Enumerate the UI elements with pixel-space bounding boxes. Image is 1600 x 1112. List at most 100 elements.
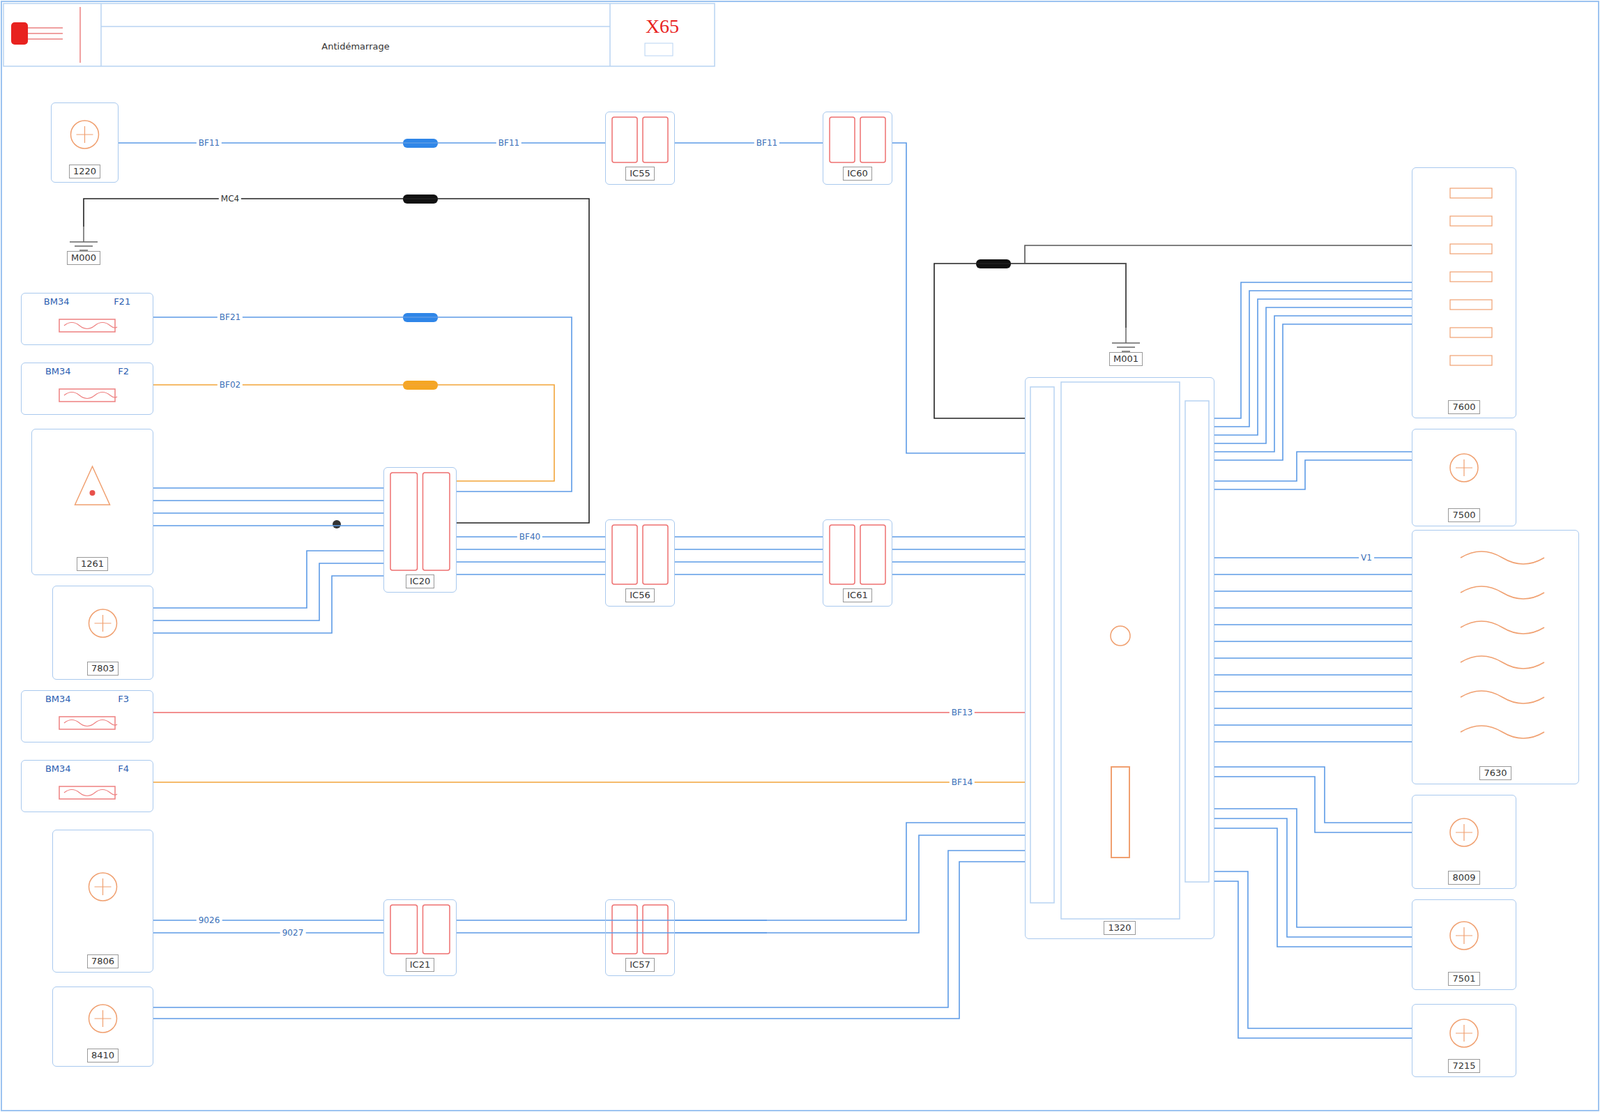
- wire-strand: [153, 781, 1025, 783]
- part-code: 7803: [87, 661, 119, 676]
- wire: [83, 198, 590, 523]
- wire-strand: [456, 561, 606, 563]
- wire: [1214, 766, 1412, 833]
- part-symbol: [390, 904, 450, 954]
- part-symbol: [75, 466, 111, 505]
- title: Antidémarrage: [321, 41, 390, 52]
- wire-strand: [674, 822, 1025, 921]
- part-code: IC61: [842, 588, 872, 603]
- part-code: 7806: [87, 954, 119, 969]
- wire: [674, 142, 823, 144]
- connector-block: IC57: [605, 899, 675, 977]
- wire-strand: [892, 548, 1025, 551]
- fuse-label: BM34: [43, 693, 74, 705]
- wire-strand: [1214, 324, 1412, 461]
- wire: [1214, 871, 1412, 1039]
- wire-strand: [1214, 460, 1412, 490]
- part-symbol: [612, 524, 668, 585]
- wire: [153, 317, 572, 492]
- wire-strand: [934, 263, 1126, 419]
- component-box: 1261: [31, 428, 154, 576]
- wire-strand: [892, 561, 1025, 563]
- wire-strand: [153, 861, 1025, 1019]
- control-unit: 1320: [1024, 377, 1215, 940]
- fuse-label: F21: [111, 296, 133, 308]
- wire-strand: [1214, 690, 1412, 693]
- wire-code: MC4: [218, 193, 242, 205]
- wire-strand: [674, 573, 823, 576]
- part-symbol: [69, 226, 98, 251]
- wire-strand: [1214, 299, 1412, 436]
- connector-block: IC61: [822, 519, 893, 607]
- ground-symbol: M001: [1104, 327, 1148, 370]
- wire-strand: [1214, 451, 1412, 482]
- sheet-code: X65: [645, 15, 680, 38]
- fuse-label: F3: [115, 693, 132, 705]
- part-symbol: [1450, 1019, 1478, 1048]
- wire: [153, 850, 1025, 1019]
- part-symbol: [829, 117, 886, 163]
- wire: [153, 488, 384, 526]
- wire-strand: [118, 142, 606, 144]
- part-symbol: [89, 1004, 118, 1033]
- wire: [1214, 282, 1412, 461]
- wire-strand: [1214, 307, 1412, 444]
- part-code: 8410: [87, 1048, 119, 1063]
- part-code: IC56: [625, 588, 654, 603]
- wire-strand: [153, 563, 384, 621]
- component-box: 7501: [1411, 899, 1517, 990]
- wire-strand: [153, 575, 384, 634]
- fuse-label: BM34: [41, 296, 72, 308]
- connector-block: IC56: [605, 519, 675, 607]
- part-code: IC20: [405, 574, 435, 589]
- part-symbol: [89, 872, 118, 901]
- connector-block: IC60: [822, 111, 893, 185]
- wire-code: 9027: [280, 927, 307, 939]
- part-symbol: [612, 904, 668, 954]
- wire: [674, 822, 1025, 933]
- part-symbol: [612, 117, 668, 163]
- part-symbol: [89, 609, 118, 638]
- wire-strand: [1214, 707, 1412, 710]
- wire-strand: [153, 317, 572, 492]
- wire-strand: [153, 550, 384, 608]
- part-symbol: [71, 120, 99, 149]
- wire-strand: [1214, 315, 1412, 452]
- splice-marks: [332, 138, 1011, 529]
- component-box: 7806: [52, 829, 154, 973]
- wire-strand: [153, 919, 384, 921]
- part-code: M001: [1109, 352, 1143, 367]
- ecu-inner: [1030, 382, 1209, 919]
- wire-code: 9026: [196, 915, 223, 926]
- part-symbol: [829, 524, 886, 585]
- component-box: 8009: [1411, 794, 1517, 889]
- wire-strand: [456, 573, 606, 576]
- wire-strand: [153, 499, 384, 502]
- part-symbol: [1450, 188, 1492, 366]
- wire-strand: [1214, 766, 1412, 823]
- wire: [153, 550, 384, 634]
- part-symbol: [1450, 921, 1478, 950]
- component-box: 8410: [52, 986, 154, 1067]
- wire-strand: [153, 932, 384, 934]
- wire-strand: [153, 850, 1025, 1008]
- wire: [892, 536, 1025, 575]
- fuse-label: BM34: [43, 763, 74, 775]
- wire-strand: [1214, 557, 1412, 559]
- wire-strand: [1214, 623, 1412, 626]
- wire: [153, 920, 384, 933]
- component-box: 1220: [50, 102, 119, 183]
- wire-strand: [1214, 282, 1412, 419]
- wire-strand: [153, 487, 384, 489]
- wire-strand: [1214, 724, 1412, 726]
- part-code: IC57: [625, 957, 654, 972]
- wire-code: BF11: [754, 138, 780, 149]
- part-symbol: [59, 716, 118, 730]
- wire-strand: [1214, 741, 1412, 743]
- part-code: 1261: [76, 557, 109, 571]
- wire-strand: [1214, 871, 1412, 1029]
- component-box: 7215: [1411, 1003, 1517, 1078]
- wire-strand: [153, 711, 1025, 714]
- part-symbol: [59, 389, 118, 402]
- connector-block: IC20: [383, 467, 457, 593]
